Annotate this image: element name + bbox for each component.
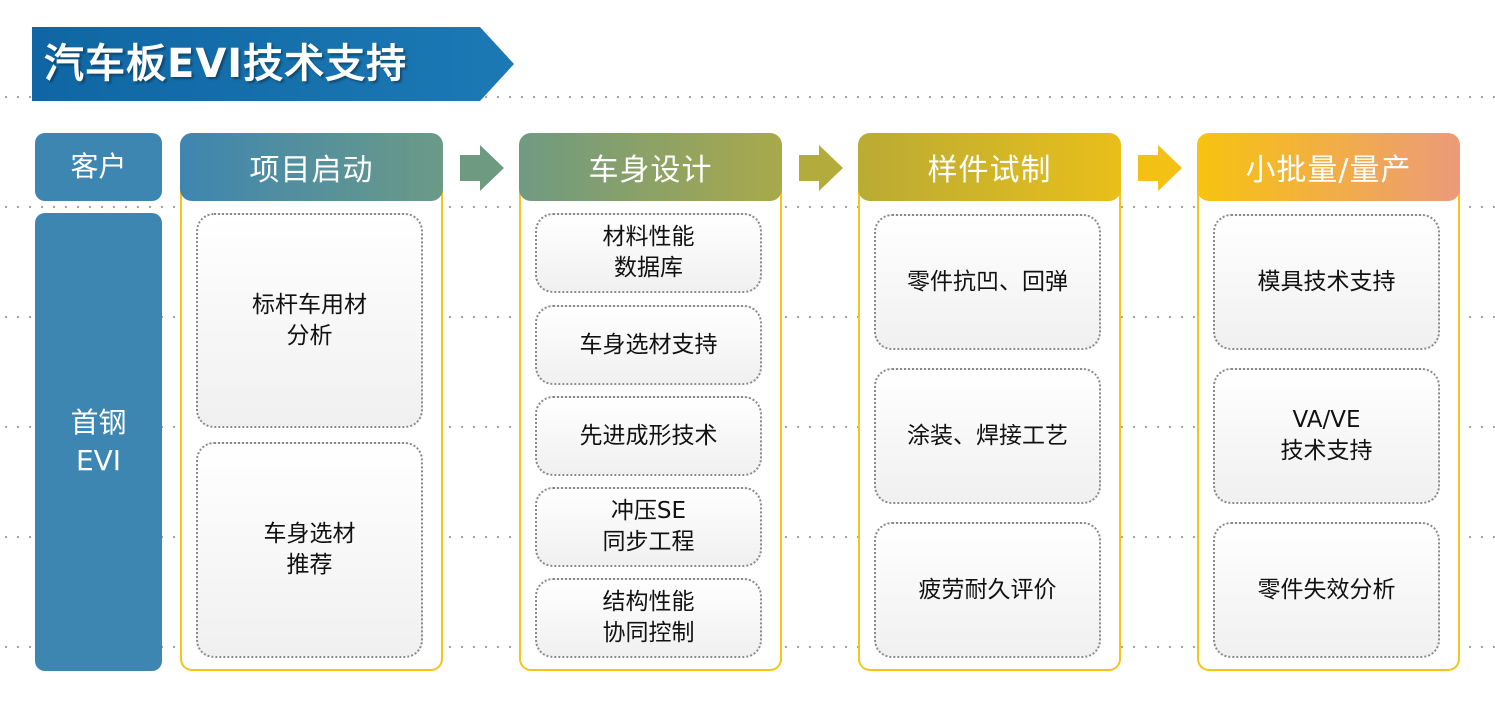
stage-project-start: 项目启动 标杆车用材 分析 车身选材 推荐: [180, 133, 443, 673]
page-title: 汽车板EVI技术支持: [44, 41, 408, 87]
stage-header: 车身设计: [519, 133, 782, 201]
evi-label: 首钢 EVI: [35, 213, 162, 671]
stage-card: VA/VE 技术支持: [1213, 368, 1440, 504]
stage-card: 先进成形技术: [535, 396, 762, 476]
stage-card: 材料性能 数据库: [535, 213, 762, 293]
flow-arrow-icon: [460, 145, 504, 191]
stage-card: 冲压SE 同步工程: [535, 487, 762, 567]
stage-sample-trial: 样件试制 零件抗凹、回弹 涂装、焊接工艺 疲劳耐久评价: [858, 133, 1121, 673]
flow-arrow-icon: [799, 145, 843, 191]
stage-mass-production: 小批量/量产 模具技术支持 VA/VE 技术支持 零件失效分析: [1197, 133, 1460, 673]
stage-card: 模具技术支持: [1213, 214, 1440, 350]
stage-card: 零件失效分析: [1213, 522, 1440, 658]
flow-arrow-icon: [1138, 145, 1182, 191]
stage-header: 项目启动: [180, 133, 443, 201]
customer-label: 客户: [35, 133, 162, 201]
stage-body-design: 车身设计 材料性能 数据库 车身选材支持 先进成形技术 冲压SE 同步工程 结构…: [519, 133, 782, 673]
stage-card: 疲劳耐久评价: [874, 522, 1101, 658]
title-banner: [32, 27, 514, 101]
stage-card: 涂装、焊接工艺: [874, 368, 1101, 504]
stage-card: 车身选材支持: [535, 305, 762, 385]
stage-header: 小批量/量产: [1197, 133, 1460, 201]
stage-card: 结构性能 协同控制: [535, 578, 762, 658]
stage-card: 零件抗凹、回弹: [874, 214, 1101, 350]
stage-header: 样件试制: [858, 133, 1121, 201]
stage-card: 标杆车用材 分析: [196, 213, 423, 428]
stage-card: 车身选材 推荐: [196, 442, 423, 658]
